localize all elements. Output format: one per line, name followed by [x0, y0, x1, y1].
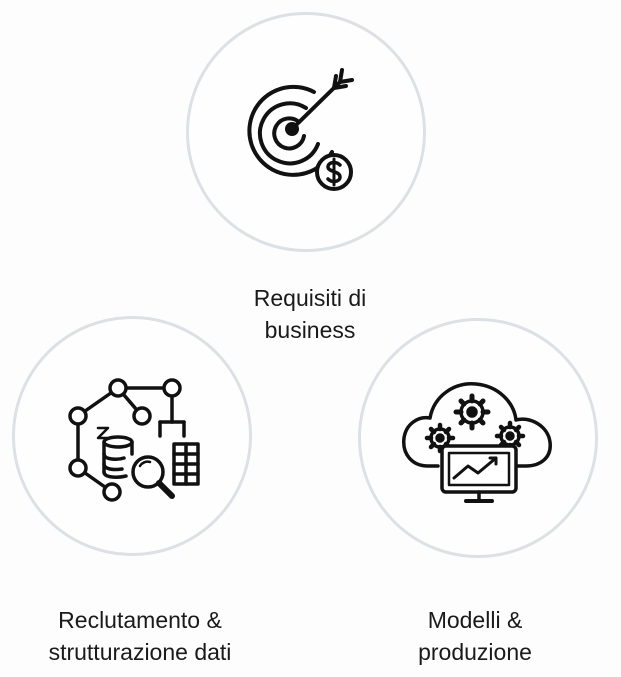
data-structuring-circle — [12, 316, 252, 556]
models-production-label: Modelli & produzione — [375, 604, 575, 668]
models-production-circle — [358, 318, 598, 558]
business-requirements-circle — [186, 12, 426, 252]
cloud-gears-monitor-icon — [398, 374, 560, 510]
business-label-line-2: business — [264, 317, 356, 343]
data-label-line-2: strutturazione dati — [48, 639, 232, 665]
business-label-line-1: Requisiti di — [253, 285, 367, 311]
data-network-search-icon — [60, 374, 210, 514]
target-dollar-icon — [236, 66, 368, 198]
data-label-line-1: Reclutamento & — [58, 607, 222, 633]
models-label-line-1: Modelli & — [427, 607, 523, 633]
models-label-line-2: produzione — [418, 639, 532, 665]
business-requirements-label: Requisiti di business — [210, 282, 410, 346]
data-structuring-label: Reclutamento & strutturazione dati — [20, 604, 260, 668]
